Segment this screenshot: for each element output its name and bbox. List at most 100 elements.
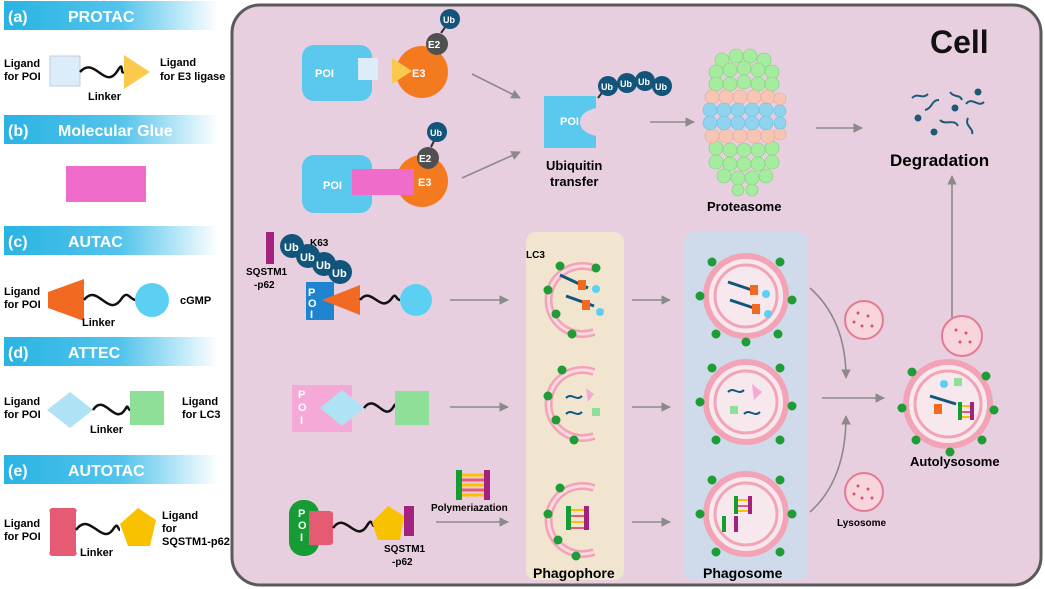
panel-b-title: Molecular Glue (58, 123, 173, 140)
lc3-ligand-square (130, 391, 164, 425)
cell-title: Cell (930, 24, 989, 60)
panel-b-tag: (b) (8, 123, 28, 140)
attec-ligand-poi-line1: Ligand (4, 396, 40, 408)
cgmp-circle (400, 284, 432, 316)
protac-linker-label: Linker (88, 91, 122, 103)
sqstm1-label-line2: -p62 (254, 280, 275, 291)
linker-curve (83, 293, 137, 307)
poi-vertical-i: I (310, 309, 313, 321)
autac-complex: SQSTM1 -p62 K63 Ub Ub Ub Ub P O I (246, 232, 432, 321)
autotac-poi-ligand (309, 511, 334, 545)
attec-linker-label: Linker (90, 424, 124, 436)
autolysosome (897, 315, 999, 457)
degradation-label: Degradation (890, 151, 989, 170)
polymerization-icon: Polymeriazation (431, 470, 508, 514)
autac-ligand-poi-line2: for POI (4, 299, 41, 311)
phagophore-label: Phagophore (533, 565, 615, 581)
poi-protein (302, 45, 372, 101)
poi-vertical-p: P (298, 389, 305, 401)
linker-curve (91, 403, 131, 416)
phagosome-3 (695, 471, 797, 557)
sqstm1-p62 (404, 506, 414, 536)
ubiquitin (427, 122, 447, 142)
phagophore-3 (543, 482, 596, 561)
protac-ligand-e3-line2: for E3 ligase (160, 71, 225, 83)
autac-molecule: Ligand for POI Linker cGMP (4, 279, 211, 329)
ub-label: Ub (443, 15, 455, 25)
ub-label: Ub (638, 77, 650, 87)
protac-molecule: Ligand for POI Linker Ligand for E3 liga… (4, 55, 225, 103)
sqstm1-label-line2: -p62 (392, 557, 413, 568)
autophagy-pathway-arrows (436, 287, 885, 527)
e2-label: E2 (419, 154, 432, 165)
poi-ligand-square (358, 58, 378, 80)
panel-c-title: AUTAC (68, 234, 123, 251)
protac-ternary-complex: POI E3 E2 Ub (302, 9, 460, 101)
e2-enzyme (417, 147, 439, 169)
poi-label: POI (560, 116, 579, 128)
attec-poi-ligand (320, 390, 364, 426)
poi-vertical-o: O (308, 298, 317, 310)
ubiquitin (652, 76, 672, 96)
degradation-fragments (911, 88, 985, 136)
panel-e-header: (e) AUTOTAC (4, 455, 218, 484)
autotac-linker-label: Linker (80, 547, 114, 559)
lc3-ligand-square (395, 391, 429, 425)
autotac-ligand-p62-line3: SQSTM1-p62 (162, 536, 230, 548)
poi-vertical-o: O (298, 402, 307, 414)
poi-vertical-i: I (300, 532, 303, 544)
e2-enzyme (426, 33, 448, 55)
ubiquitin-transfer-line2: transfer (550, 174, 598, 189)
panel-e-title: AUTOTAC (68, 463, 145, 480)
poi-label: POI (323, 180, 342, 192)
e3-ligand-triangle (124, 55, 150, 89)
phagosome-1 (695, 253, 797, 347)
e2-label: E2 (428, 40, 441, 51)
autac-ligand-poi-line1: Ligand (4, 286, 40, 298)
phagophore-1: LC3 (526, 250, 604, 339)
protac-ligand-poi-line1: Ligand (4, 58, 40, 70)
autotac-ligand-p62-line2: for (162, 523, 177, 535)
phagophore-2 (543, 365, 600, 445)
phagosome-label: Phagosome (703, 565, 783, 581)
ubiquitin (635, 71, 655, 91)
attec-ligand-lc3-line1: Ligand (182, 396, 218, 408)
ubiquitin-transfer-line1: Ubiquitin (546, 158, 602, 173)
protac-ligand-e3-line1: Ligand (160, 57, 196, 69)
autac-poi-ligand (322, 285, 360, 315)
panel-a-title: PROTAC (68, 9, 135, 26)
lc3-label: LC3 (526, 250, 545, 261)
attec-ligand-poi-line2: for POI (4, 409, 41, 421)
autotac-ligand-poi-line1: Ligand (4, 518, 40, 530)
sqstm1-p62 (266, 232, 274, 264)
poi-vertical-o: O (298, 520, 307, 532)
poi-vertical-p: P (308, 287, 315, 299)
e3-ligase (396, 46, 448, 98)
cgmp-circle (135, 283, 169, 317)
molecular-glue-rect (352, 169, 414, 195)
lysosome-label: Lysosome (837, 518, 887, 529)
molecular-glue-rect (66, 166, 146, 202)
panel-e-tag: (e) (8, 463, 28, 480)
ub-label: Ub (601, 82, 613, 92)
ub-label: Ub (284, 242, 299, 254)
ub-label: Ub (620, 79, 632, 89)
panel-c-header: (c) AUTAC (4, 226, 218, 255)
panel-a-tag: (a) (8, 9, 28, 26)
poi-ligand-square (49, 55, 81, 87)
attec-ligand-lc3-line2: for LC3 (182, 409, 221, 421)
panel-d-tag: (d) (8, 345, 28, 362)
glue-ternary-complex: POI E3 E2 Ub (302, 122, 448, 213)
ubiquitinated-poi: POI Ub Ub Ub Ub Ubiquitin transfer (544, 71, 672, 189)
panel-d-title: ATTEC (68, 345, 121, 362)
panel-a-header: (a) PROTAC (4, 1, 218, 30)
sqstm1-label-line1: SQSTM1 (384, 544, 426, 555)
autotac-molecule: Ligand for POI Linker Ligand for SQSTM1-… (4, 508, 230, 559)
poi-vertical-p: P (298, 508, 305, 520)
ubiquitin (328, 260, 352, 284)
autac-poi-ligand-trapezoid (48, 279, 84, 321)
lysosome-bottom (844, 472, 884, 512)
autotac-ligand-p62-line1: Ligand (162, 510, 198, 522)
ubiquitin (598, 76, 618, 96)
